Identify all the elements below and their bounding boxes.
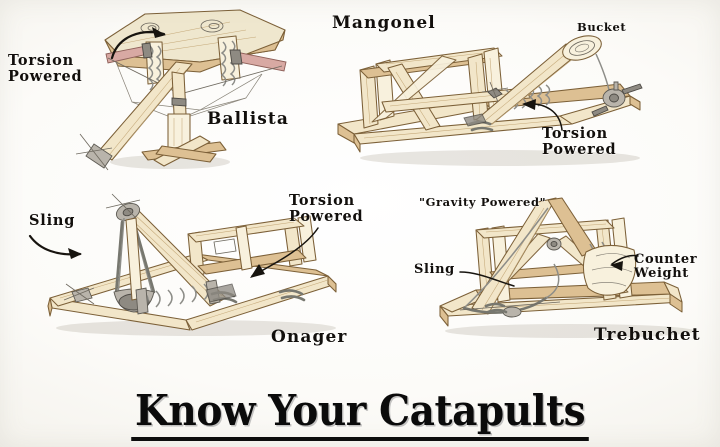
onager-sling-label: Sling xyxy=(29,212,76,229)
mangonel-torsion-label: Torsion Powered xyxy=(542,125,617,158)
trebuchet-name-label: Trebuchet xyxy=(594,325,701,345)
trebuchet-illustration xyxy=(439,197,695,338)
mangonel-torsion-arrow xyxy=(522,99,563,131)
ballista-torsion-arrow xyxy=(110,27,166,60)
trebuchet-sling-label: Sling xyxy=(414,262,455,277)
mangonel-bucket-label: Bucket xyxy=(577,20,627,34)
trebuchet-counterweight-arrow xyxy=(610,254,639,271)
ballista-torsion-label: Torsion Powered xyxy=(8,52,83,85)
ballista-name-label: Ballista xyxy=(207,109,289,129)
mangonel-name-label: Mangonel xyxy=(332,13,436,33)
trebuchet-counterweight-label: Counter Weight xyxy=(634,252,698,282)
onager-illustration xyxy=(47,193,337,336)
mangonel-illustration xyxy=(337,35,643,166)
onager-name-label: Onager xyxy=(271,327,348,347)
trebuchet-gravity-label: "Gravity Powered" xyxy=(419,195,547,209)
ballista-illustration xyxy=(75,9,287,171)
trebuchet-sling-line xyxy=(459,271,515,287)
page-title: Know Your Catapults xyxy=(131,390,589,441)
onager-torsion-arrow xyxy=(250,227,319,278)
onager-sling-arrow xyxy=(28,234,82,259)
poster-title-container: Know Your Catapults xyxy=(0,390,720,441)
onager-torsion-label: Torsion Powered xyxy=(289,192,364,225)
